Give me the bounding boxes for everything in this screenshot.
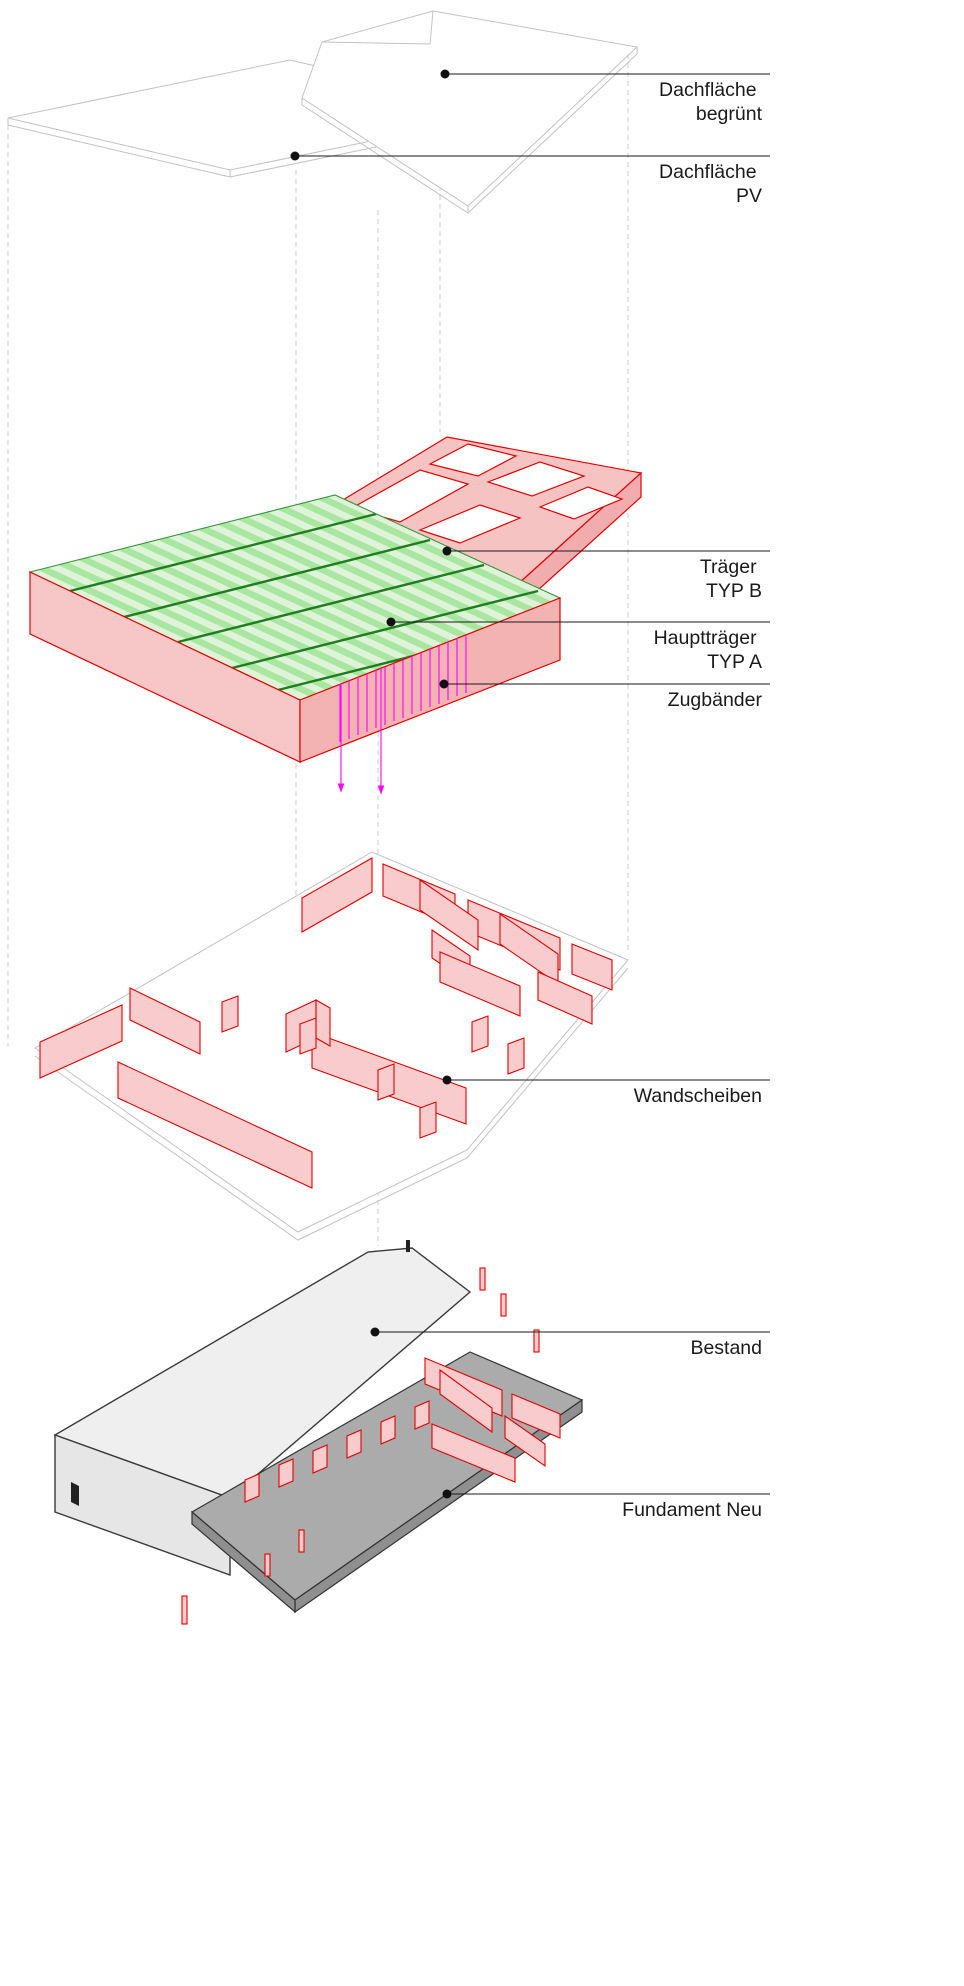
annotation-haupttraeger-typ-a: Hauptträger TYP A [386, 617, 770, 673]
roof-begruent-notch [321, 10, 434, 45]
new-anchor-bar [298, 1529, 305, 1553]
annotation-dachflaeche-begruent: Dachfläche begrünt [440, 69, 770, 125]
main-beam-haupttraeger [231, 589, 539, 670]
leader-dot [290, 151, 300, 161]
label-haupttraeger-typ-a: Hauptträger TYP A [654, 627, 762, 673]
main-beam-haupttraeger [69, 512, 377, 593]
wall-panel [439, 951, 521, 1017]
wall-panels [39, 857, 613, 1189]
wall-pier [471, 1015, 489, 1053]
floor-slab-edge [34, 967, 629, 1241]
new-anchor-bar [181, 1595, 188, 1625]
annotation-bestand: Bestand [370, 1327, 770, 1359]
new-wall [504, 1414, 546, 1468]
main-beam-haupttraeger [123, 538, 431, 619]
annotation-fundament-neu: Fundament Neu [442, 1489, 770, 1521]
new-wall-pier [346, 1429, 362, 1459]
leader-dot [442, 546, 452, 556]
wing-room [418, 504, 522, 544]
wall-panel [571, 943, 613, 991]
new-anchor-bar [479, 1267, 486, 1291]
new-wall-pier [414, 1400, 430, 1430]
label-bestand: Bestand [690, 1337, 762, 1359]
new-wall-pier [278, 1458, 294, 1488]
annotation-zugbaender: Zugbänder [439, 679, 770, 711]
new-wall-pier [244, 1473, 260, 1503]
wall-panel [419, 878, 479, 952]
label-fundament-neu: Fundament Neu [622, 1499, 762, 1521]
wing-room [428, 443, 518, 477]
annotation-traeger-typ-b: Träger TYP B [442, 546, 770, 602]
new-wall-pier [380, 1415, 396, 1445]
roof-plate-begruent [301, 10, 639, 214]
door-mark [71, 1482, 79, 1506]
new-anchor-bar [533, 1329, 540, 1353]
new-anchor-bar [500, 1293, 507, 1317]
roof-vent-mark [406, 1240, 410, 1252]
wing-room [538, 486, 624, 520]
wall-pier [299, 1017, 317, 1055]
new-wall [431, 1423, 516, 1483]
wall-panel [39, 1004, 123, 1079]
leader-dot [440, 69, 450, 79]
wall-pier [419, 1101, 437, 1139]
wall-pier [221, 995, 239, 1033]
wall-pier [377, 1063, 395, 1101]
label-dachflaeche-pv: Dachfläche PV [659, 161, 762, 207]
label-zugbaender: Zugbänder [668, 689, 763, 711]
new-walls-on-foundation [181, 1267, 561, 1625]
wall-panel [537, 971, 593, 1025]
leader-dot [439, 679, 449, 689]
wall-panel [315, 999, 331, 1047]
wing-room [486, 461, 586, 497]
existing-front-left-face [54, 1434, 231, 1576]
new-wall-pier [312, 1444, 328, 1474]
wall-panel [301, 857, 373, 933]
annotation-dachflaeche-pv: Dachfläche PV [290, 151, 770, 207]
tension-ties [337, 635, 467, 795]
annotations: Dachfläche begrünt Dachfläche PV Träger … [290, 69, 770, 1521]
layer-structure [28, 436, 643, 795]
leader-dot [442, 1075, 452, 1085]
layer-walls [34, 851, 629, 1241]
wall-pier [507, 1037, 525, 1075]
main-beam-haupttraeger [177, 563, 485, 644]
tie-arrowhead [337, 783, 345, 793]
label-traeger-typ-b: Träger TYP B [700, 556, 762, 602]
leader-dot [386, 617, 396, 627]
roof-begruent-top-face [301, 10, 639, 207]
label-dachflaeche-begruent: Dachfläche begrünt [659, 79, 763, 125]
foundation-left-edge [191, 1510, 296, 1614]
wall-panel [117, 1061, 313, 1189]
leader-dot [442, 1489, 452, 1499]
layer-base [53, 1240, 584, 1625]
layer-roof [7, 10, 639, 214]
annotation-wandscheiben: Wandscheiben [442, 1075, 770, 1107]
new-anchor-bar [264, 1553, 271, 1577]
existing-building [53, 1240, 472, 1576]
new-wall [439, 1368, 493, 1434]
leader-dot [370, 1327, 380, 1337]
tie-arrowhead [377, 785, 385, 795]
new-wall [511, 1393, 561, 1439]
wall-panel [129, 987, 201, 1055]
label-wandscheiben: Wandscheiben [634, 1085, 762, 1107]
